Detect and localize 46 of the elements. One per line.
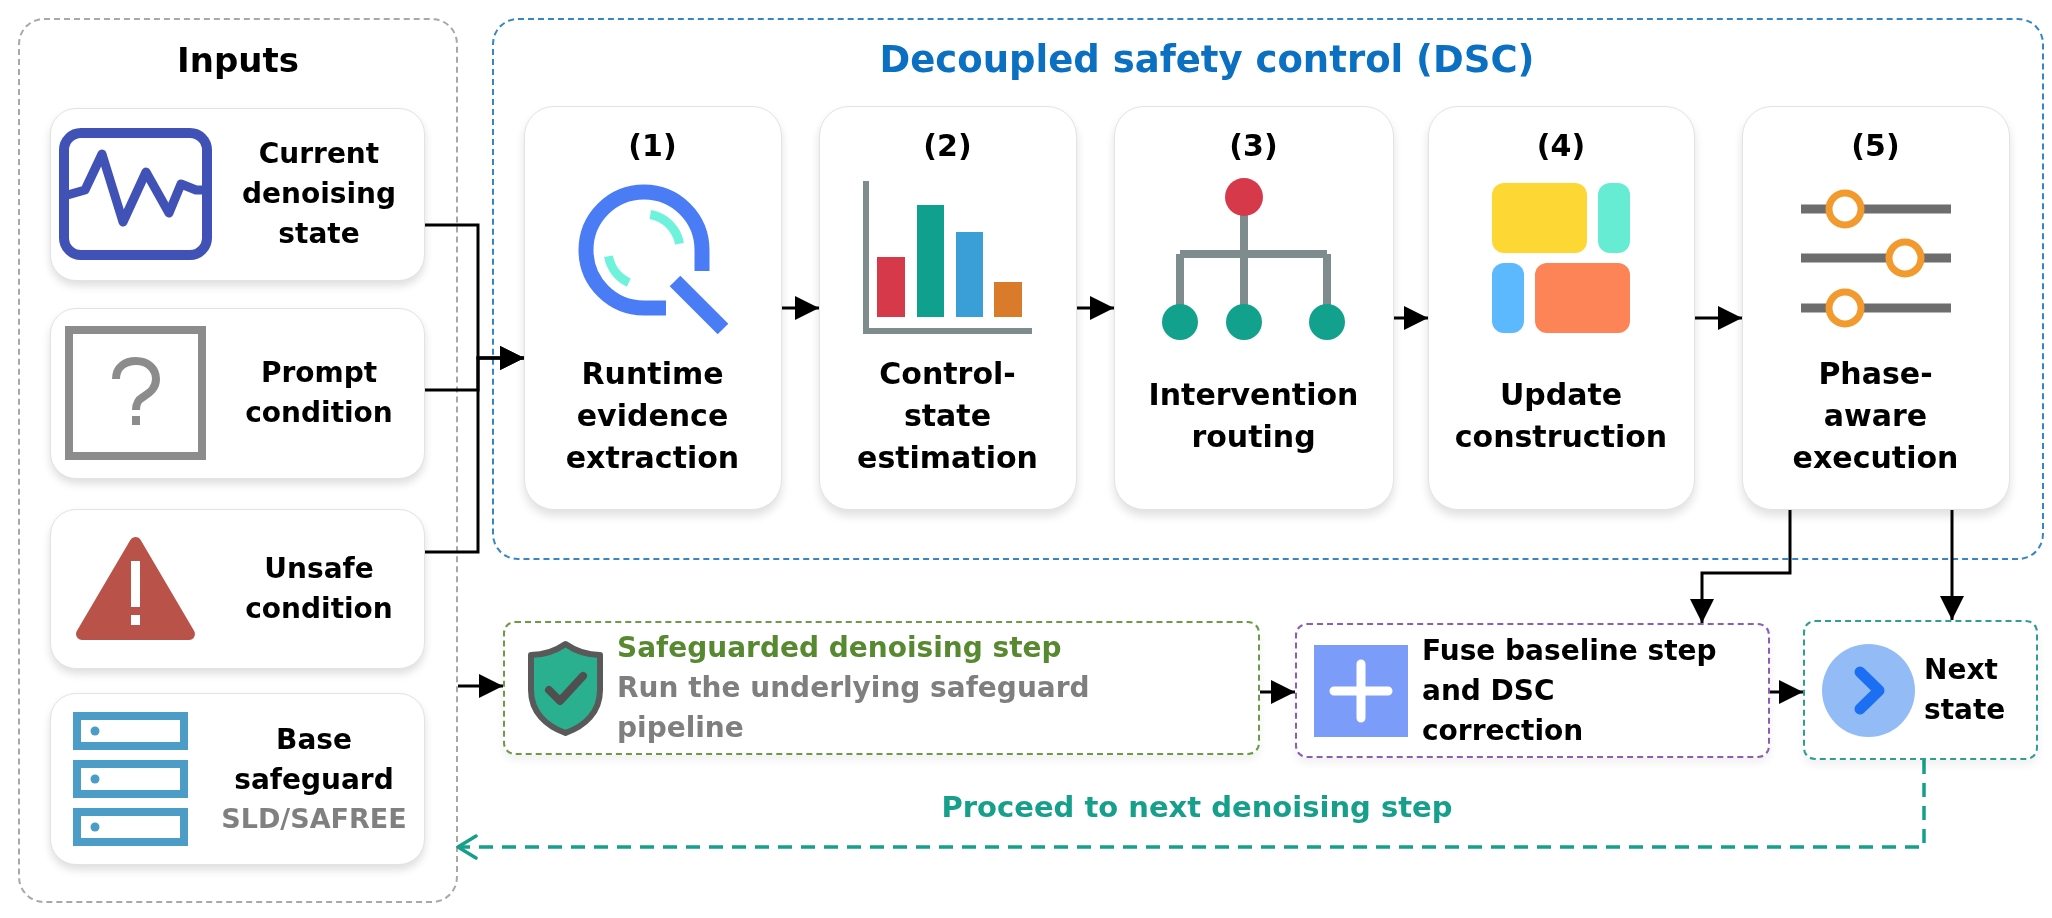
arrow bbox=[425, 346, 524, 554]
step-number: (5) bbox=[1851, 126, 1900, 165]
process-panel bbox=[1803, 620, 2038, 760]
step-label: Control- state estimation bbox=[856, 355, 1039, 477]
input-card bbox=[49, 307, 425, 479]
card-label: Prompt condition bbox=[244, 355, 394, 431]
process-description: Run the underlying safeguard pipeline bbox=[617, 670, 1091, 746]
step-label: Update construction bbox=[1453, 376, 1669, 456]
process-label: Next state bbox=[1924, 652, 2007, 728]
step-label: Phase- aware execution bbox=[1791, 355, 1960, 477]
step-label: Intervention routing bbox=[1147, 376, 1360, 456]
arrow bbox=[782, 296, 819, 320]
panel-title: Decoupled safety control (DSC) bbox=[879, 37, 1535, 83]
arrow bbox=[1260, 680, 1295, 704]
dashed-group-panel bbox=[18, 18, 458, 903]
step-card bbox=[523, 105, 782, 510]
card-label: Base safeguard bbox=[233, 721, 395, 798]
step-number: (1) bbox=[628, 126, 677, 165]
arrow bbox=[1695, 306, 1742, 330]
process-panel bbox=[1295, 623, 1770, 758]
input-card bbox=[49, 692, 425, 865]
step-number: (2) bbox=[923, 126, 972, 165]
step-card bbox=[1741, 105, 2010, 510]
arrow bbox=[1394, 306, 1428, 330]
arrow bbox=[1770, 680, 1803, 704]
step-label: Runtime evidence extraction bbox=[564, 355, 741, 477]
card-sublabel: SLD/SAFREE bbox=[221, 801, 407, 836]
panel-title: Inputs bbox=[177, 39, 299, 82]
step-card bbox=[1427, 105, 1695, 510]
card-label: Current denoising state bbox=[240, 136, 397, 252]
input-card bbox=[49, 107, 425, 281]
arrow bbox=[1077, 296, 1114, 320]
card-label: Unsafe condition bbox=[244, 550, 394, 627]
step-number: (3) bbox=[1229, 126, 1278, 165]
process-title: Safeguarded denoising step bbox=[617, 630, 1062, 666]
dashed-arrow bbox=[456, 760, 1926, 860]
process-label: Fuse baseline step and DSC correction bbox=[1422, 632, 1718, 749]
step-card bbox=[818, 105, 1077, 510]
process-panel bbox=[503, 621, 1260, 755]
input-card bbox=[49, 508, 425, 669]
step-card bbox=[1113, 105, 1394, 510]
arrow bbox=[1690, 510, 1792, 623]
dashed-group-panel bbox=[492, 18, 2044, 560]
step-number: (4) bbox=[1536, 126, 1586, 165]
arrow bbox=[458, 674, 503, 698]
arrow bbox=[1940, 510, 1964, 620]
